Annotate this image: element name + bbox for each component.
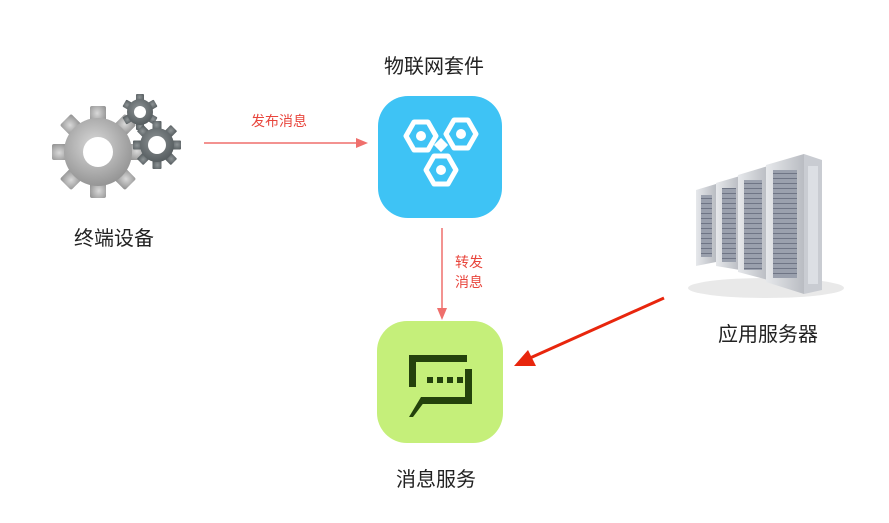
forward-label-line1: 转发 [455,253,483,273]
publish-label: 发布消息 [251,112,307,132]
forward-label-line2: 消息 [455,273,483,293]
iot-suite-tile [378,96,502,218]
gears-hex-icon [378,96,502,218]
app-to-message-arrow [506,294,670,374]
forward-arrow [432,226,452,322]
app-server-label: 应用服务器 [718,322,818,346]
iot-suite-label: 物联网套件 [384,54,484,78]
message-service-tile [377,321,503,443]
message-service-label: 消息服务 [396,467,476,491]
device-label: 终端设备 [74,226,154,250]
message-bubble-icon [377,321,503,443]
server-rack-icon [676,150,846,302]
publish-arrow [200,133,372,153]
device-gears-icon [50,92,186,202]
